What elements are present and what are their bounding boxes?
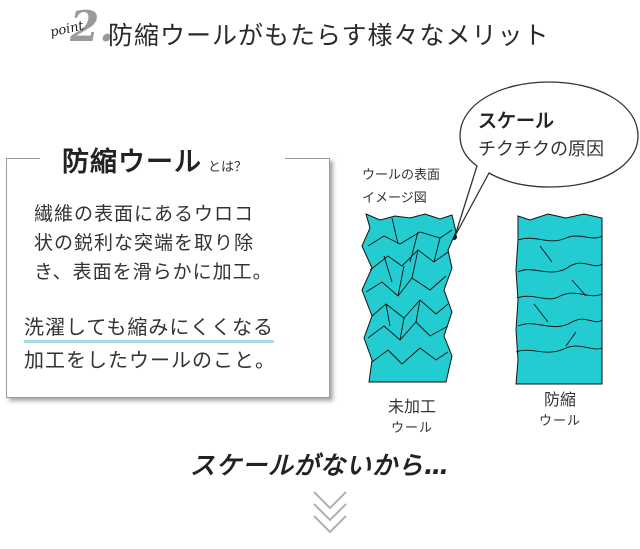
header: 2. point 防縮ウールがもたらす様々なメリット: [44, 2, 624, 58]
callout-pointer-dot: [451, 234, 457, 240]
surface-image-label: ウールの表面 イメージ図: [362, 168, 441, 206]
definition-box: [6, 158, 330, 398]
callout: スケール チクチクの原因: [478, 106, 638, 161]
treated-caption: 防縮 ウール: [538, 390, 581, 429]
definition-heading-gap: [40, 148, 285, 170]
callout-subtitle: チクチクの原因: [478, 139, 604, 160]
page-title: 防縮ウールがもたらす様々なメリット: [108, 21, 550, 50]
definition-heading-suffix: とは？: [208, 160, 248, 175]
summary-highlight: 洗濯しても縮みにくくなる: [24, 315, 274, 343]
definition-body: 繊維の表面にあるウロコ 状の鋭利な突端を取り除 き、表面を滑らかに加工。: [34, 200, 314, 287]
down-chevrons-icon: [313, 491, 347, 534]
summary-line: 加工をしたウールのこと。: [24, 348, 276, 372]
untreated-caption: 未加工 ウール: [387, 397, 436, 436]
point-number: 2.: [70, 2, 114, 51]
definition-line: 繊維の表面にあるウロコ: [34, 203, 255, 225]
definition-line: 状の鋭利な突端を取り除: [34, 232, 255, 254]
definition-line: き、表面を滑らかに加工。: [34, 261, 273, 283]
callout-title: スケール: [478, 110, 555, 132]
untreated-fiber: [361, 213, 457, 383]
conclusion-text: スケールがないから…: [189, 451, 450, 480]
definition-heading: 防縮ウールとは？: [62, 140, 247, 179]
treated-fiber: [515, 213, 603, 385]
definition-summary: 洗濯しても縮みにくくなる 加工をしたウールのこと。: [24, 311, 324, 377]
definition-heading-main: 防縮ウール: [62, 147, 202, 178]
